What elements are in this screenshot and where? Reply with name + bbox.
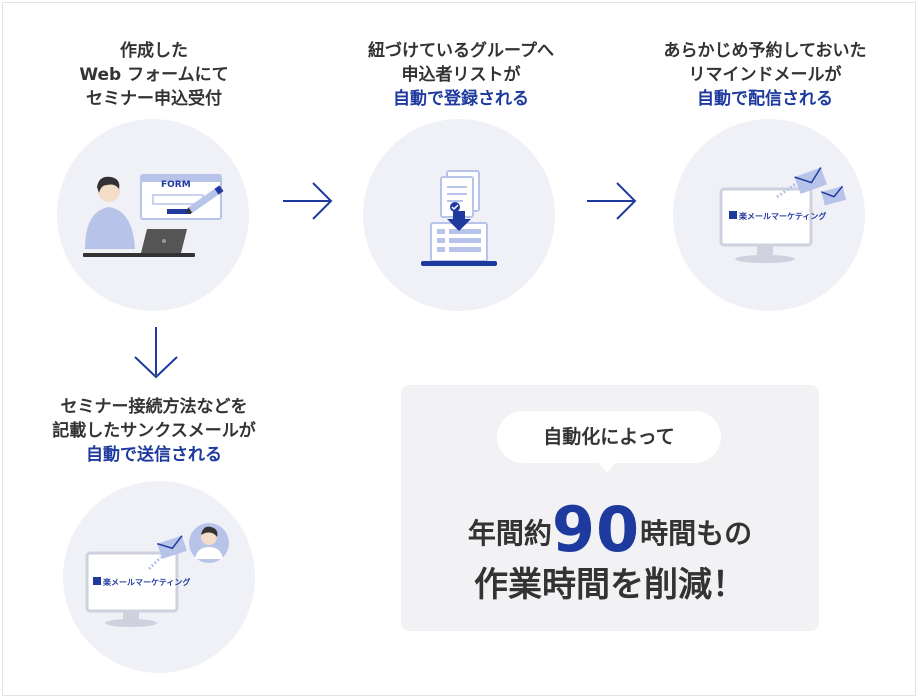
result-line2: 作業時間を削減！ (474, 565, 746, 605)
step1-caption: 作成した Web フォームにて セミナー申込受付 (49, 39, 259, 111)
step4-line2: 記載したサンクスメールが (52, 421, 256, 441)
step3-line2: リマインドメールが (688, 65, 842, 85)
step4-illustration: 楽メールマーケティング (63, 481, 255, 673)
step2-line1: 紐づけているグループへ (368, 41, 554, 61)
step1-illustration: FORM (57, 119, 249, 311)
result-panel: 自動化によって 年間約90時間もの 作業時間を削減！ (401, 385, 819, 631)
step4-highlight: 自動で送信される (86, 445, 222, 465)
result-number: 90 (551, 493, 641, 566)
brand-label: 楽メールマーケティング (103, 578, 191, 587)
result-line1: 年間約90時間もの (401, 493, 819, 566)
result-bubble: 自動化によって (497, 411, 721, 463)
monitor-mail-person-icon (85, 523, 229, 627)
step4-caption: セミナー接続方法などを 記載したサンクスメールが 自動で送信される (29, 395, 279, 467)
step3-illustration: 楽メールマーケティング (673, 119, 865, 311)
result-suffix: 時間もの (640, 517, 753, 550)
step1-line3: セミナー申込受付 (86, 89, 222, 109)
document-list-icon (421, 170, 497, 266)
step1-line1: 作成した (120, 41, 188, 61)
arrow-right-icon (283, 182, 333, 220)
bubble-tail (597, 461, 617, 473)
arrow-right-icon (587, 182, 637, 220)
step3-line1: あらかじめ予約しておいた (663, 41, 867, 61)
form-label: FORM (161, 180, 191, 190)
step3-caption: あらかじめ予約しておいた リマインドメールが 自動で配信される (641, 39, 889, 111)
step2-highlight: 自動で登録される (393, 89, 529, 109)
monitor-mail-icon (719, 167, 847, 263)
step4-line1: セミナー接続方法などを (60, 397, 248, 417)
arrow-down-icon (134, 327, 178, 379)
brand-label: 楽メールマーケティング (739, 212, 827, 221)
step2-line2: 申込者リストが (401, 65, 521, 85)
step2-illustration (363, 119, 555, 311)
step1-line2: Web フォームにて (79, 65, 229, 85)
result-prefix: 年間約 (467, 517, 552, 550)
step2-caption: 紐づけているグループへ 申込者リストが 自動で登録される (349, 39, 573, 111)
step3-highlight: 自動で配信される (697, 89, 833, 109)
person-laptop-form-icon (83, 174, 224, 257)
